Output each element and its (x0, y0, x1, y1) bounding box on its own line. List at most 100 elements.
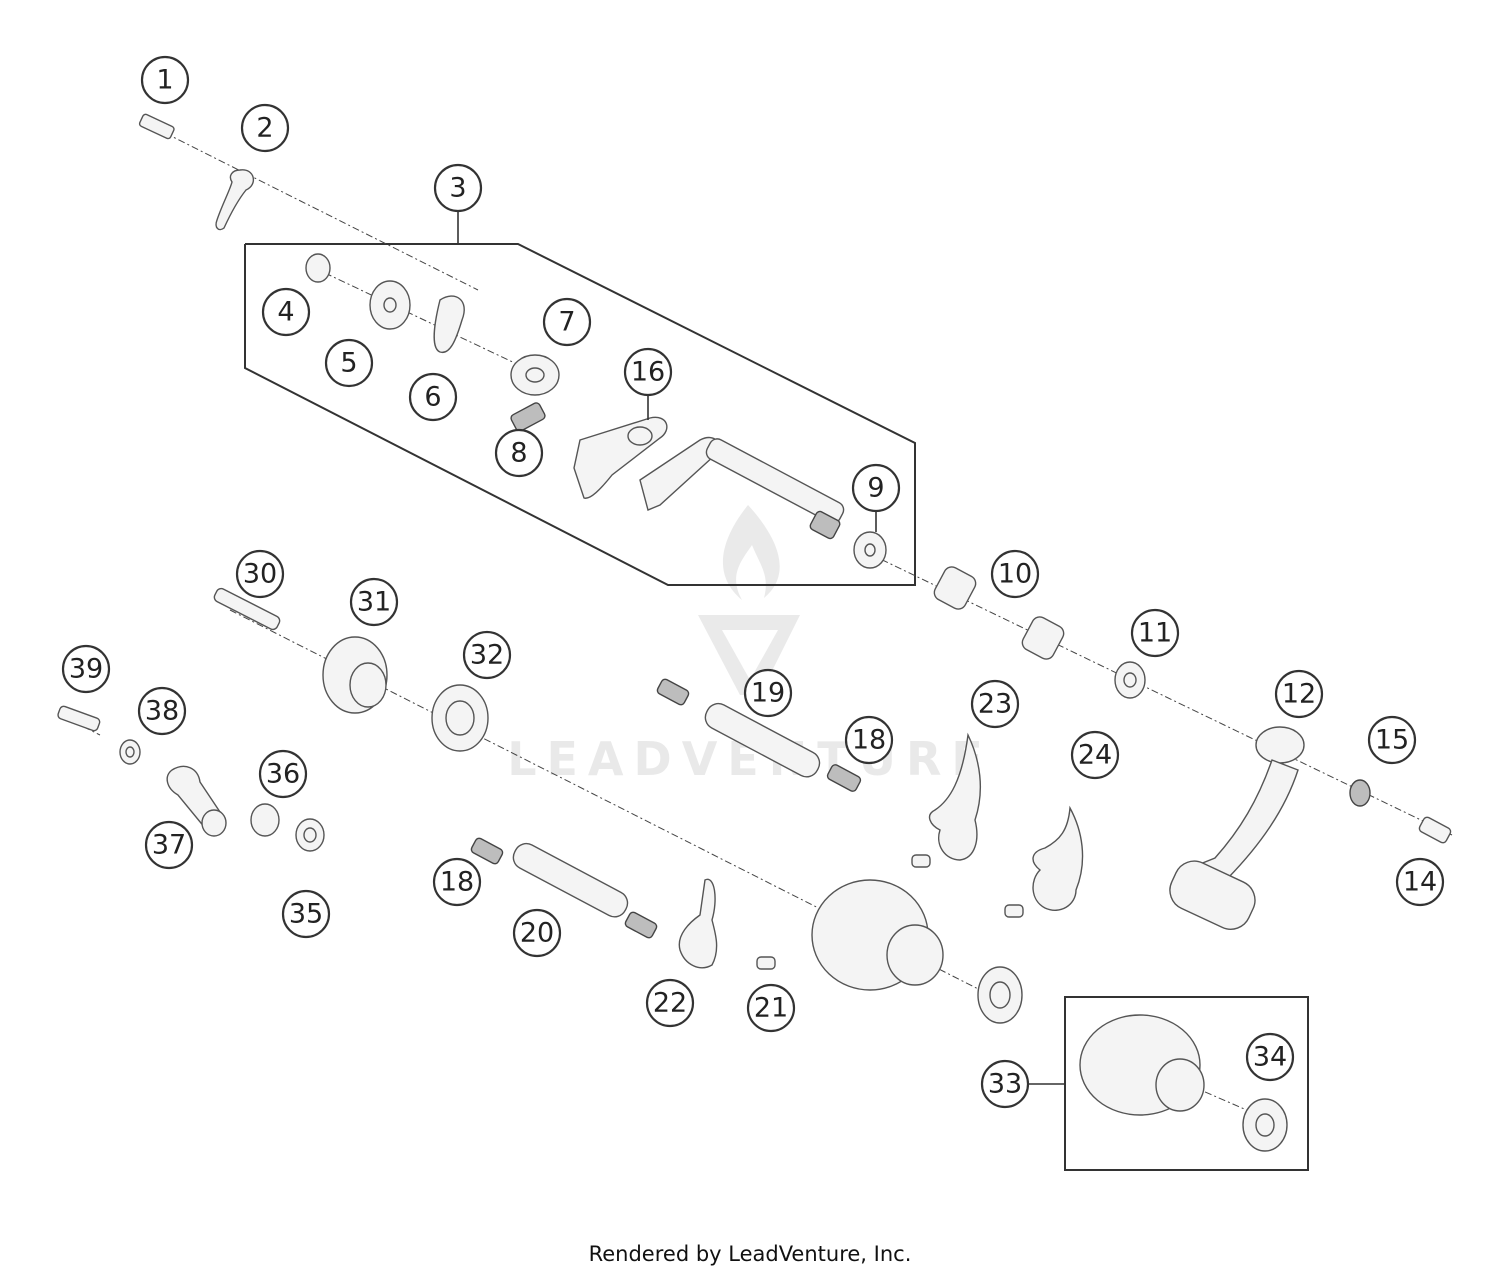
callout-number: 1 (156, 65, 173, 96)
spring-18-right (826, 764, 862, 792)
rail-20 (512, 842, 629, 918)
footer-credit: Rendered by LeadVenture, Inc. (588, 1242, 912, 1266)
washer-5 (369, 280, 411, 330)
callout-number: 7 (558, 307, 575, 338)
callout-number: 34 (1253, 1042, 1287, 1073)
callout-16[interactable]: 16 (623, 347, 673, 397)
callout-number: 23 (978, 689, 1012, 720)
rail-19 (704, 702, 821, 778)
bushing-10a (933, 566, 977, 610)
callout-number: 12 (1282, 679, 1316, 710)
callout-11[interactable]: 11 (1130, 608, 1180, 658)
bearing-end (977, 966, 1023, 1024)
callout-8[interactable]: 8 (494, 428, 544, 478)
callout-39[interactable]: 39 (61, 644, 111, 694)
callout-36[interactable]: 36 (258, 749, 308, 799)
callout-32[interactable]: 32 (462, 630, 512, 680)
callout-6[interactable]: 6 (408, 372, 458, 422)
callout-number: 33 (988, 1069, 1022, 1100)
callout-9[interactable]: 9 (851, 463, 901, 513)
callout-number: 8 (510, 438, 527, 469)
shift-fork-22 (678, 878, 718, 969)
callout-circle (432, 857, 482, 907)
callout-circle (140, 55, 190, 105)
callout-number: 2 (256, 113, 273, 144)
callout-14[interactable]: 14 (1395, 857, 1445, 907)
group-frame-3 (244, 243, 916, 586)
shift-drum (811, 879, 944, 991)
shift-fork-24 (1032, 805, 1084, 911)
callout-7[interactable]: 7 (542, 297, 592, 347)
callout-circle (1245, 1032, 1295, 1082)
callout-circle (61, 644, 111, 694)
spring-6 (433, 295, 465, 354)
callout-number: 14 (1403, 867, 1437, 898)
callout-circle (512, 908, 562, 958)
pin-23 (911, 854, 931, 868)
callout-15[interactable]: 15 (1367, 715, 1417, 765)
callout-12[interactable]: 12 (1274, 669, 1324, 719)
callout-number: 4 (277, 297, 294, 328)
callout-circle (990, 549, 1040, 599)
callout-33[interactable]: 33 (980, 1059, 1030, 1109)
callout-18[interactable]: 18 (844, 715, 894, 765)
callout-number: 21 (754, 993, 788, 1024)
spring-18-lower (470, 837, 504, 865)
callout-circle (281, 889, 331, 939)
callout-31[interactable]: 31 (349, 577, 399, 627)
callout-number: 30 (243, 559, 277, 590)
callout-circle (623, 347, 673, 397)
bolt-39 (57, 705, 101, 732)
callout-number: 11 (1138, 618, 1172, 649)
callout-23[interactable]: 23 (970, 679, 1020, 729)
callout-2[interactable]: 2 (240, 103, 290, 153)
spring-35 (295, 818, 325, 852)
retaining-ring-4 (305, 253, 331, 283)
callout-number: 32 (470, 640, 504, 671)
callout-37[interactable]: 37 (144, 820, 194, 870)
nut-15 (1349, 779, 1371, 807)
callout-number: 10 (998, 559, 1032, 590)
callout-3[interactable]: 3 (433, 163, 483, 213)
washer-38 (119, 739, 141, 765)
spring-8 (510, 402, 546, 432)
callout-circle (844, 715, 894, 765)
callout-circle (235, 549, 285, 599)
callout-number: 39 (69, 654, 103, 685)
callout-19[interactable]: 19 (743, 668, 793, 718)
callout-38[interactable]: 38 (137, 686, 187, 736)
callout-circle (970, 679, 1020, 729)
callout-18[interactable]: 18 (432, 857, 482, 907)
shift-drum-33 (1079, 1014, 1205, 1116)
shift-fork-23 (928, 732, 982, 861)
callout-number: 24 (1078, 740, 1112, 771)
washer-9 (853, 531, 887, 569)
callout-circle (258, 749, 308, 799)
callout-circle (1395, 857, 1445, 907)
callout-layer: 1234567891011121415161818192021222324303… (61, 55, 1445, 1109)
callout-22[interactable]: 22 (645, 978, 695, 1028)
callout-4[interactable]: 4 (261, 287, 311, 337)
callout-number: 31 (357, 587, 391, 618)
callout-35[interactable]: 35 (281, 889, 331, 939)
shift-lever-12 (1169, 726, 1305, 930)
callout-circle (240, 103, 290, 153)
callout-circle (144, 820, 194, 870)
callout-10[interactable]: 10 (990, 549, 1040, 599)
callout-circle (743, 668, 793, 718)
bearing-32 (431, 684, 489, 752)
callout-5[interactable]: 5 (324, 338, 374, 388)
callout-20[interactable]: 20 (512, 908, 562, 958)
callout-number: 18 (852, 725, 886, 756)
callout-21[interactable]: 21 (746, 983, 796, 1033)
callout-number: 36 (266, 759, 300, 790)
callout-24[interactable]: 24 (1070, 730, 1120, 780)
callout-circle (1274, 669, 1324, 719)
callout-number: 20 (520, 918, 554, 949)
callout-34[interactable]: 34 (1245, 1032, 1295, 1082)
bolt-14 (1418, 816, 1452, 844)
spring-18-mid (624, 911, 658, 939)
callout-1[interactable]: 1 (140, 55, 190, 105)
callout-30[interactable]: 30 (235, 549, 285, 599)
